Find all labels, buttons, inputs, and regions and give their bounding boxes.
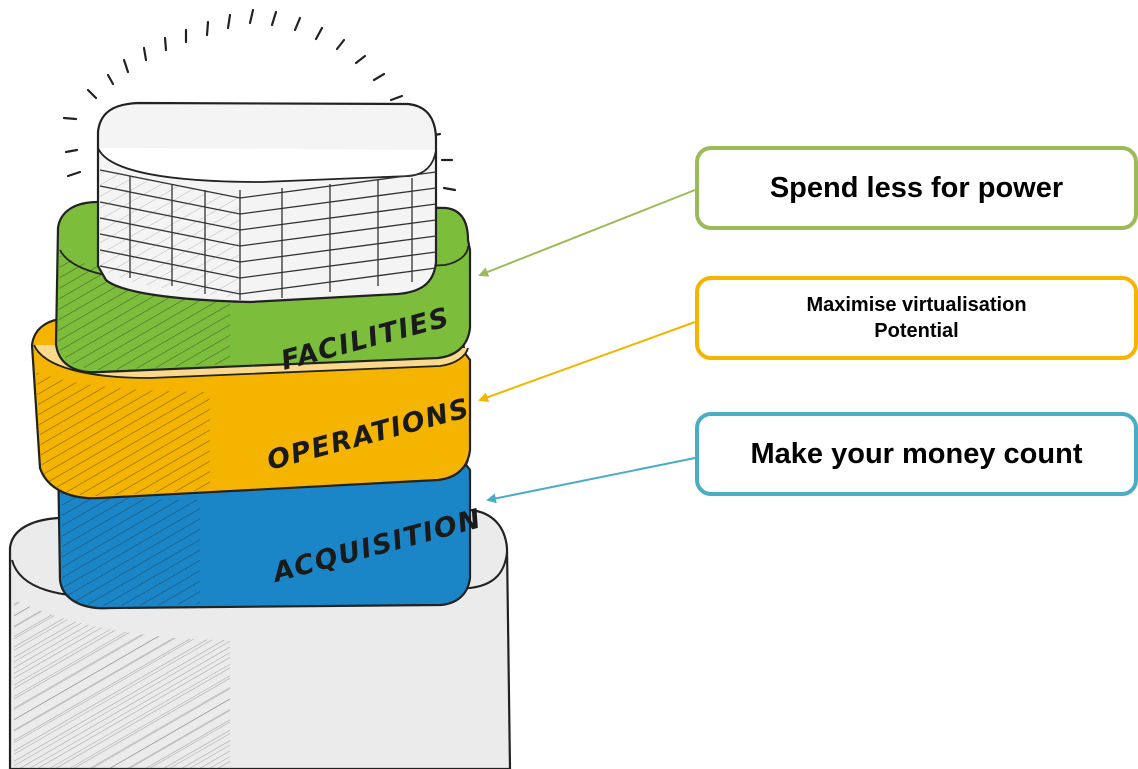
virtualisation-connector-arrow bbox=[478, 321, 696, 402]
server-rack-icon bbox=[96, 101, 438, 304]
money-callout-text: Make your money count bbox=[750, 437, 1083, 470]
virtualisation-callout-line2: Potential bbox=[874, 320, 959, 342]
money-callout: Make your money count bbox=[695, 412, 1138, 496]
virtualisation-callout: Maximise virtualisation Potential bbox=[695, 276, 1138, 360]
power-connector-arrow bbox=[478, 189, 696, 277]
power-callout-text: Spend less for power bbox=[769, 171, 1064, 204]
virtualisation-callout-line1: Maximise virtualisation bbox=[806, 294, 1027, 316]
money-connector-arrow bbox=[486, 457, 696, 504]
glow-rays-icon bbox=[62, 8, 457, 192]
power-callout: Spend less for power bbox=[695, 146, 1138, 230]
